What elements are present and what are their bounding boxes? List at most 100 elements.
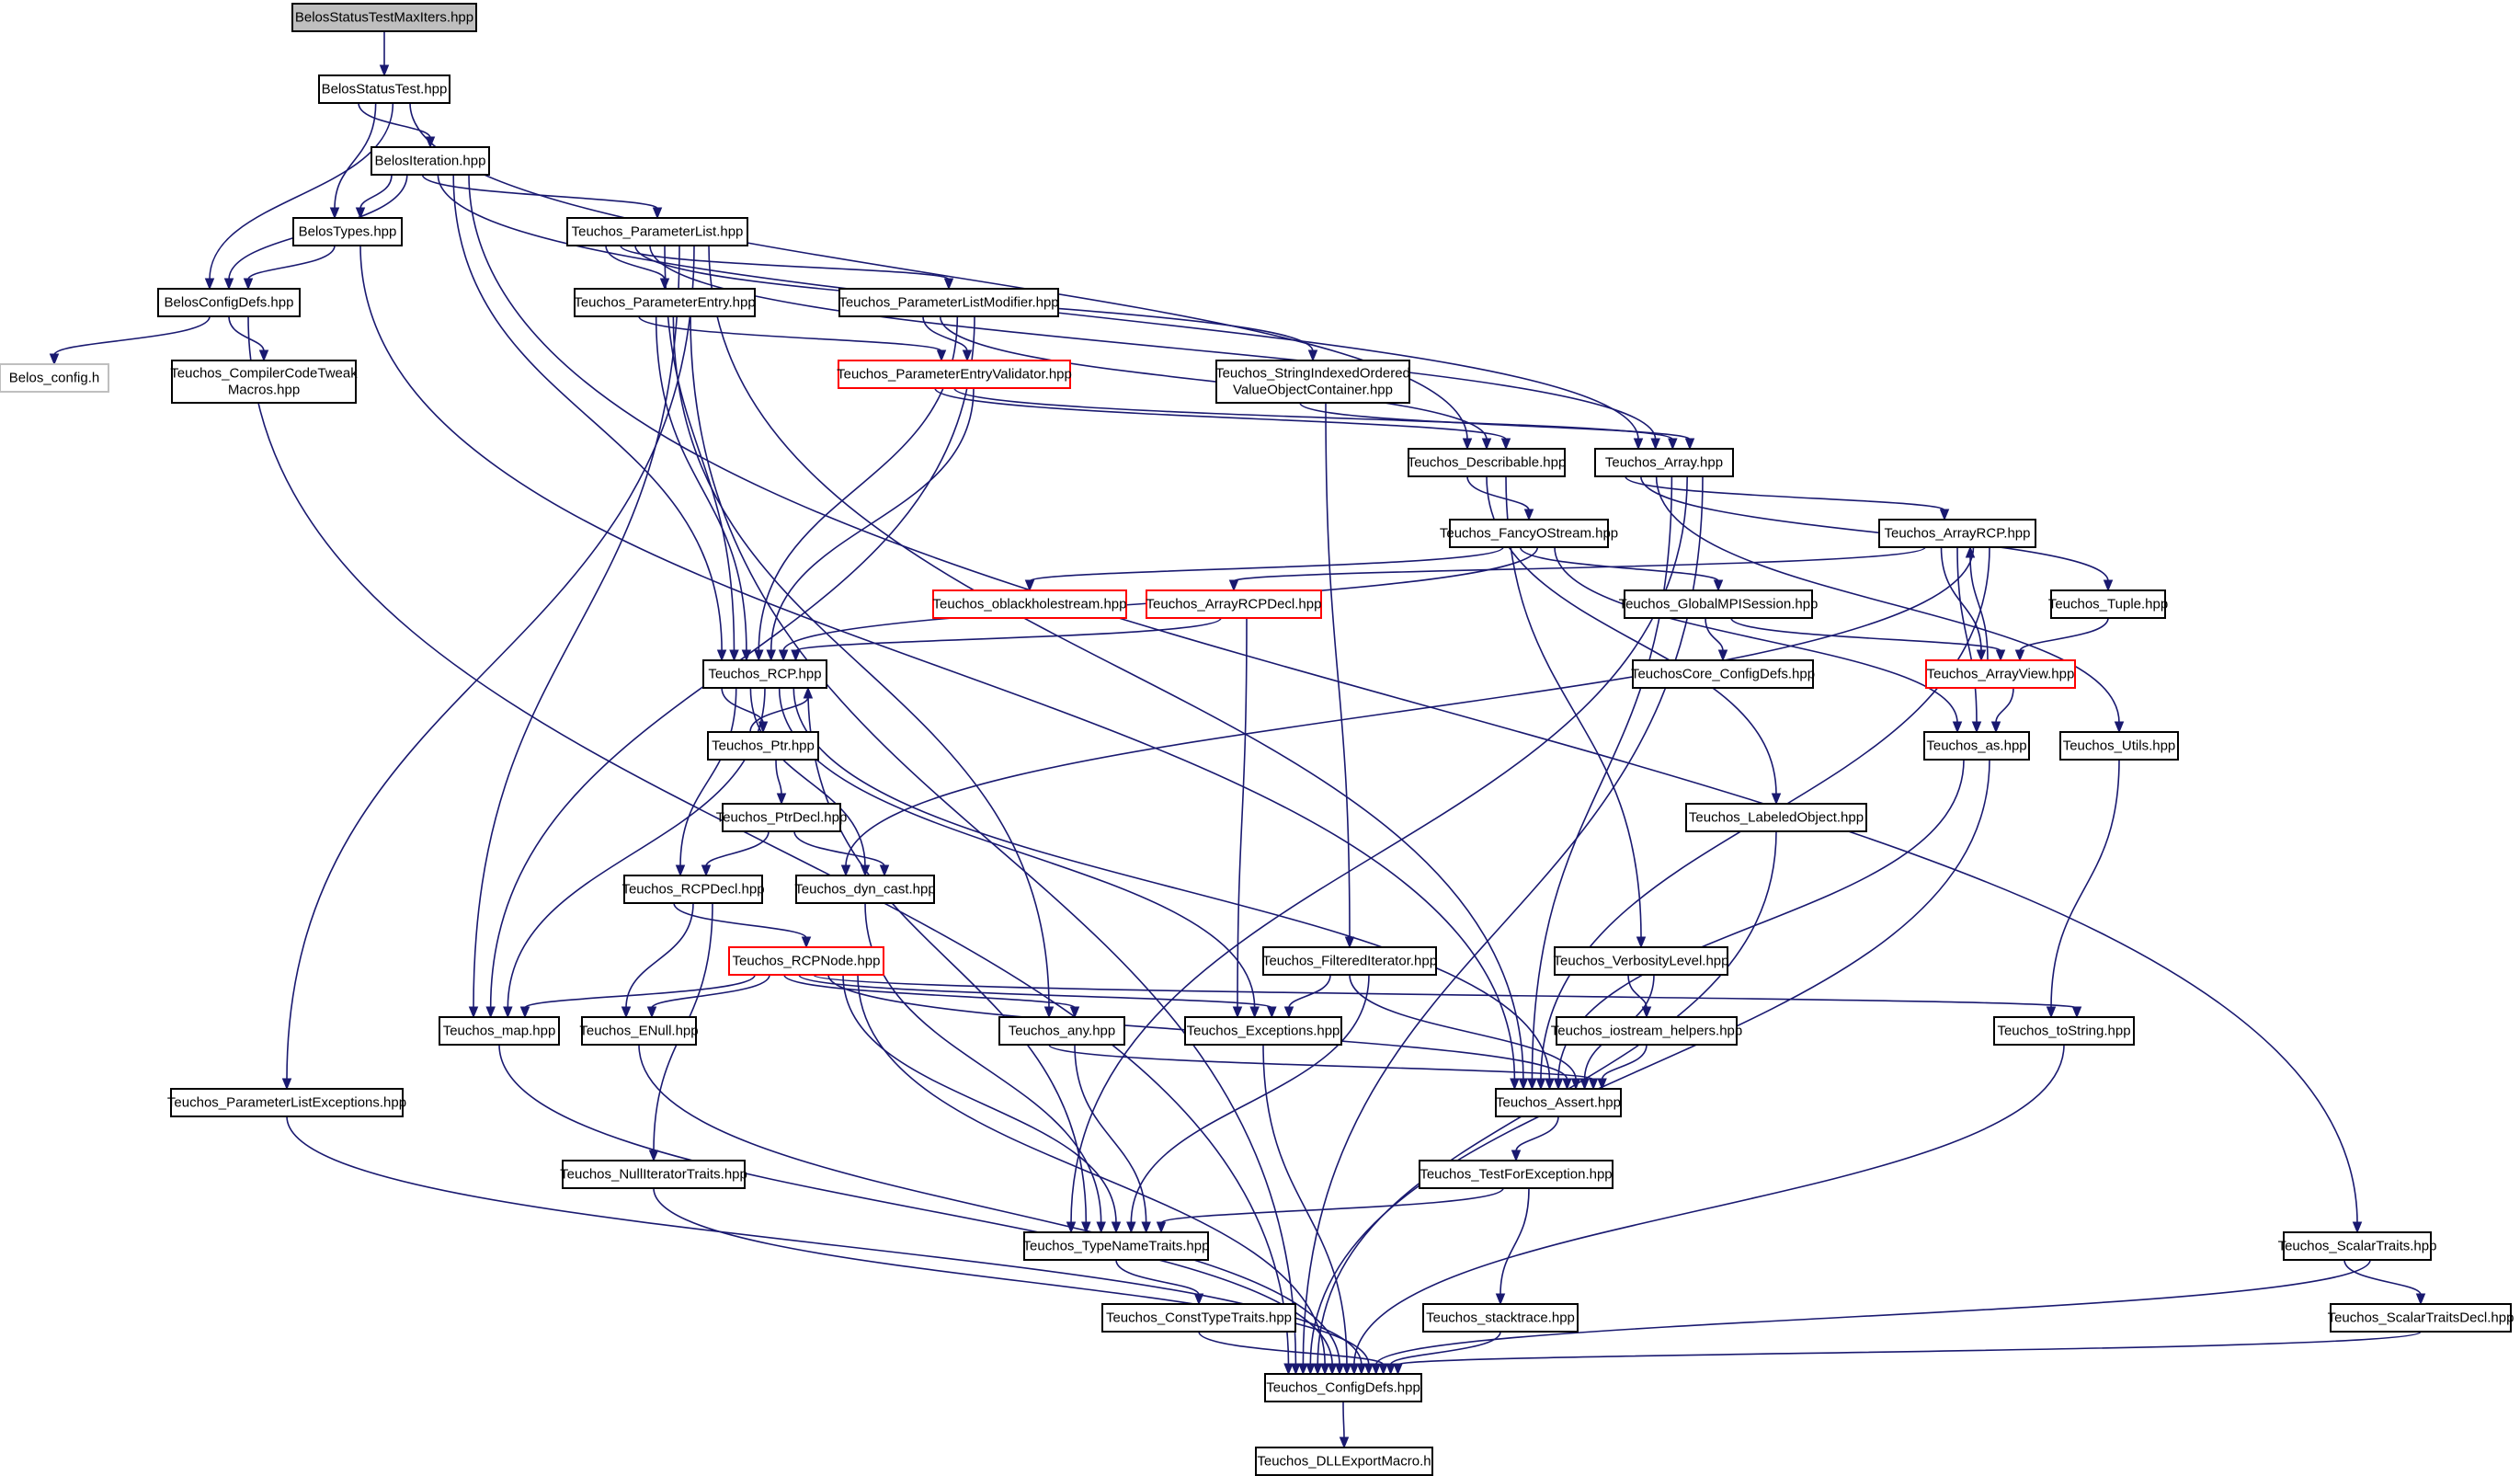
node-teuchos-any-hpp[interactable]: Teuchos_any.hpp: [998, 1016, 1125, 1046]
node-teuchos-rcp-hpp[interactable]: Teuchos_RCP.hpp: [702, 659, 827, 689]
node-teuchos-dyn-cast-hpp[interactable]: Teuchos_dyn_cast.hpp: [794, 875, 936, 904]
node-teuchos-parameterlistexceptions-hpp[interactable]: Teuchos_ParameterListExceptions.hpp: [167, 1088, 406, 1117]
node-box[interactable]: [1184, 1016, 1342, 1046]
node-teuchos-globalmpisession-hpp[interactable]: Teuchos_GlobalMPISession.hpp: [1619, 589, 1819, 619]
node-box[interactable]: [0, 363, 109, 393]
node-box[interactable]: [623, 875, 763, 904]
node-box[interactable]: [292, 217, 403, 246]
node-teuchos-ptrdecl-hpp[interactable]: Teuchos_PtrDecl.hpp: [716, 803, 848, 832]
node-belos-config-h[interactable]: Belos_config.h: [0, 363, 109, 393]
node-box[interactable]: [838, 360, 1071, 389]
node-box[interactable]: [157, 288, 301, 317]
node-teuchos-stacktrace-hpp[interactable]: Teuchos_stacktrace.hpp: [1422, 1303, 1579, 1333]
node-box[interactable]: [1146, 589, 1322, 619]
node-teuchos-tostring-hpp[interactable]: Teuchos_toString.hpp: [1993, 1016, 2135, 1046]
node-box[interactable]: [2059, 731, 2179, 761]
node-box[interactable]: [1495, 1088, 1622, 1117]
node-teuchos-rcpdecl-hpp[interactable]: Teuchos_RCPDecl.hpp: [621, 875, 765, 904]
node-teuchos-parameterentry-hpp[interactable]: Teuchos_ParameterEntry.hpp: [574, 288, 756, 317]
node-box[interactable]: [1594, 448, 1734, 477]
node-box[interactable]: [318, 74, 450, 104]
node-box[interactable]: [1215, 360, 1410, 404]
node-box[interactable]: [1264, 1373, 1422, 1402]
node-box[interactable]: [562, 1160, 746, 1189]
node-box[interactable]: [707, 731, 819, 761]
node-box[interactable]: [1925, 659, 2076, 689]
node-teuchos-filterediterator-hpp[interactable]: Teuchos_FilteredIterator.hpp: [1262, 946, 1437, 976]
node-teuchos-arrayrcp-hpp[interactable]: Teuchos_ArrayRCP.hpp: [1878, 519, 2036, 548]
node-teuchos-rcpnode-hpp[interactable]: Teuchos_RCPNode.hpp: [728, 946, 884, 976]
node-box[interactable]: [1255, 1447, 1433, 1476]
node-belosstatustestmaxiters-hpp[interactable]: BelosStatusTestMaxIters.hpp: [291, 3, 477, 32]
node-teuchos-fancyostream-hpp[interactable]: Teuchos_FancyOStream.hpp: [1440, 519, 1618, 548]
node-box[interactable]: [1624, 589, 1813, 619]
node-teuchos-scalartraitsdecl-hpp[interactable]: Teuchos_ScalarTraitsDecl.hpp: [2328, 1303, 2514, 1333]
node-box[interactable]: [170, 1088, 404, 1117]
node-teuchos-arrayview-hpp[interactable]: Teuchos_ArrayView.hpp: [1925, 659, 2076, 689]
node-belosconfigdefs-hpp[interactable]: BelosConfigDefs.hpp: [157, 288, 301, 317]
node-box[interactable]: [998, 1016, 1125, 1046]
node-teuchoscore-configdefs-hpp[interactable]: TeuchosCore_ConfigDefs.hpp: [1631, 659, 1815, 689]
node-teuchos-enull-hpp[interactable]: Teuchos_ENull.hpp: [579, 1016, 699, 1046]
node-teuchos-consttypetraits-hpp[interactable]: Teuchos_ConstTypeTraits.hpp: [1101, 1303, 1296, 1333]
node-teuchos-typenametraits-hpp[interactable]: Teuchos_TypeNameTraits.hpp: [1023, 1231, 1210, 1261]
node-box[interactable]: [581, 1016, 697, 1046]
node-box[interactable]: [1923, 731, 2030, 761]
node-box[interactable]: [2050, 589, 2166, 619]
node-box[interactable]: [1449, 519, 1609, 548]
node-teuchos-oblackholestream-hpp[interactable]: Teuchos_oblackholestream.hpp: [932, 589, 1127, 619]
node-box[interactable]: [1554, 946, 1728, 976]
node-box[interactable]: [1878, 519, 2036, 548]
node-belostypes-hpp[interactable]: BelosTypes.hpp: [292, 217, 403, 246]
node-box[interactable]: [1422, 1303, 1579, 1333]
node-box[interactable]: [1101, 1303, 1296, 1333]
node-box[interactable]: [1685, 803, 1867, 832]
node-box[interactable]: [439, 1016, 560, 1046]
node-teuchos-ptr-hpp[interactable]: Teuchos_Ptr.hpp: [707, 731, 819, 761]
node-box[interactable]: [566, 217, 748, 246]
node-teuchos-configdefs-hpp[interactable]: Teuchos_ConfigDefs.hpp: [1264, 1373, 1422, 1402]
node-box[interactable]: [1408, 448, 1566, 477]
node-box[interactable]: [371, 146, 490, 176]
node-box[interactable]: [171, 360, 357, 404]
node-box[interactable]: [291, 3, 477, 32]
node-box[interactable]: [932, 589, 1127, 619]
node-teuchos-scalartraits-hpp[interactable]: Teuchos_ScalarTraits.hpp: [2278, 1231, 2437, 1261]
node-box[interactable]: [702, 659, 827, 689]
node-box[interactable]: [2283, 1231, 2432, 1261]
node-box[interactable]: [1556, 1016, 1738, 1046]
node-box[interactable]: [2330, 1303, 2512, 1333]
node-teuchos-parameterlist-hpp[interactable]: Teuchos_ParameterList.hpp: [566, 217, 748, 246]
node-teuchos-map-hpp[interactable]: Teuchos_map.hpp: [439, 1016, 560, 1046]
node-teuchos-nulliteratortraits-hpp[interactable]: Teuchos_NullIteratorTraits.hpp: [560, 1160, 747, 1189]
node-box[interactable]: [795, 875, 935, 904]
node-teuchos-dllexportmacro-h[interactable]: Teuchos_DLLExportMacro.h: [1255, 1447, 1433, 1476]
node-box[interactable]: [722, 803, 841, 832]
node-teuchos-assert-hpp[interactable]: Teuchos_Assert.hpp: [1495, 1088, 1622, 1117]
node-box[interactable]: [1632, 659, 1814, 689]
node-box[interactable]: [1419, 1160, 1613, 1189]
node-teuchos-parameterentryvalidator-hpp[interactable]: Teuchos_ParameterEntryValidator.hpp: [837, 360, 1072, 389]
node-teuchos-stringindexedorderedvalueobjectcontainer-hpp[interactable]: Teuchos_StringIndexedOrderedValueObjectC…: [1215, 360, 1410, 404]
node-teuchos-iostream-helpers-hpp[interactable]: Teuchos_iostream_helpers.hpp: [1551, 1016, 1742, 1046]
node-teuchos-parameterlistmodifier-hpp[interactable]: Teuchos_ParameterListModifier.hpp: [838, 288, 1059, 317]
node-belosstatustest-hpp[interactable]: BelosStatusTest.hpp: [318, 74, 450, 104]
node-box[interactable]: [1023, 1231, 1209, 1261]
node-box[interactable]: [574, 288, 756, 317]
node-box[interactable]: [1262, 946, 1437, 976]
node-teuchos-exceptions-hpp[interactable]: Teuchos_Exceptions.hpp: [1184, 1016, 1342, 1046]
node-box[interactable]: [1993, 1016, 2135, 1046]
node-teuchos-tuple-hpp[interactable]: Teuchos_Tuple.hpp: [2048, 589, 2168, 619]
node-teuchos-labeledobject-hpp[interactable]: Teuchos_LabeledObject.hpp: [1685, 803, 1867, 832]
node-box[interactable]: [728, 946, 884, 976]
node-belositeration-hpp[interactable]: BelosIteration.hpp: [371, 146, 490, 176]
node-teuchos-as-hpp[interactable]: Teuchos_as.hpp: [1923, 731, 2030, 761]
node-teuchos-array-hpp[interactable]: Teuchos_Array.hpp: [1594, 448, 1734, 477]
node-teuchos-verbositylevel-hpp[interactable]: Teuchos_VerbosityLevel.hpp: [1554, 946, 1729, 976]
node-teuchos-arrayrcpdecl-hpp[interactable]: Teuchos_ArrayRCPDecl.hpp: [1146, 589, 1322, 619]
node-teuchos-testforexception-hpp[interactable]: Teuchos_TestForException.hpp: [1419, 1160, 1613, 1189]
node-teuchos-describable-hpp[interactable]: Teuchos_Describable.hpp: [1408, 448, 1567, 477]
node-teuchos-utils-hpp[interactable]: Teuchos_Utils.hpp: [2059, 731, 2179, 761]
node-box[interactable]: [838, 288, 1059, 317]
